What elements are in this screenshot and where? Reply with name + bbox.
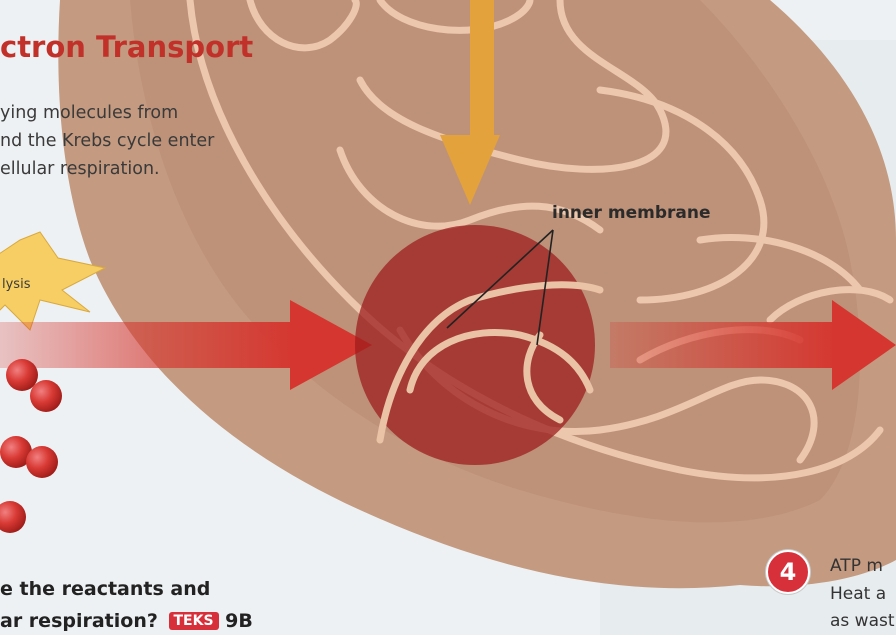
step-4-line-3: as wast: [830, 611, 895, 631]
intro-line-3: ellular respiration.: [0, 159, 160, 179]
glycolysis-label: lysis: [2, 277, 30, 292]
intro-line-2: nd the Krebs cycle enter: [0, 131, 214, 151]
teks-badge[interactable]: TEKS: [169, 612, 219, 630]
intro-line-1: ying molecules from: [0, 103, 178, 123]
question-text: ar respiration?: [0, 610, 158, 632]
section-title: ctron Transport: [0, 30, 253, 64]
inner-membrane-label: inner membrane: [552, 203, 710, 223]
question-line-2: ar respiration? TEKS 9B: [0, 610, 253, 632]
step-4-line-1: ATP m: [830, 556, 883, 576]
step-4-badge: 4: [766, 550, 810, 594]
question-line-1: e the reactants and: [0, 578, 210, 600]
step-4-line-2: Heat a: [830, 584, 886, 604]
teks-code: 9B: [225, 610, 253, 632]
